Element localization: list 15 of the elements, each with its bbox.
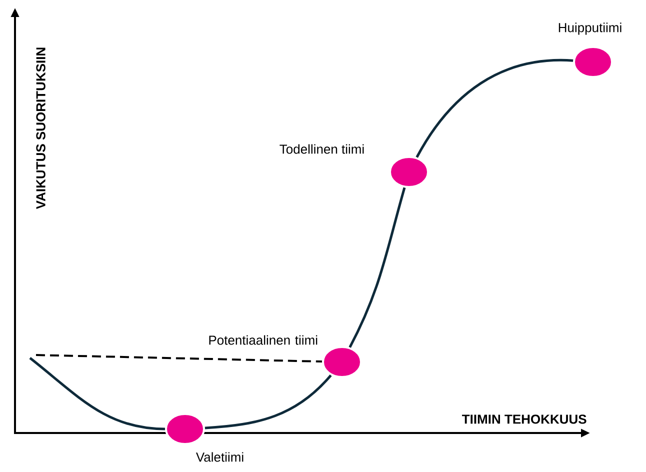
dashed-line: [36, 354, 322, 363]
curve-segment: [29, 357, 166, 430]
y-axis-title: VAIKUTUS SUORITUKSIIN: [36, 48, 46, 210]
dot: [165, 413, 205, 445]
dot-label: Potentiaalinen tiimi: [209, 335, 318, 345]
dot-label: Todellinen tiimi: [280, 144, 364, 154]
curve-segment: [416, 59, 574, 158]
x-axis-title: TIIMIN TEHOKKUUS: [462, 414, 586, 424]
dot: [322, 346, 362, 378]
dot-label: Valetiimi: [196, 452, 244, 462]
dot: [573, 46, 613, 78]
curve-segment: [204, 374, 332, 430]
dot: [389, 156, 429, 188]
curve-segment: [348, 187, 406, 348]
dot-label: Huipputiimi: [558, 22, 622, 35]
